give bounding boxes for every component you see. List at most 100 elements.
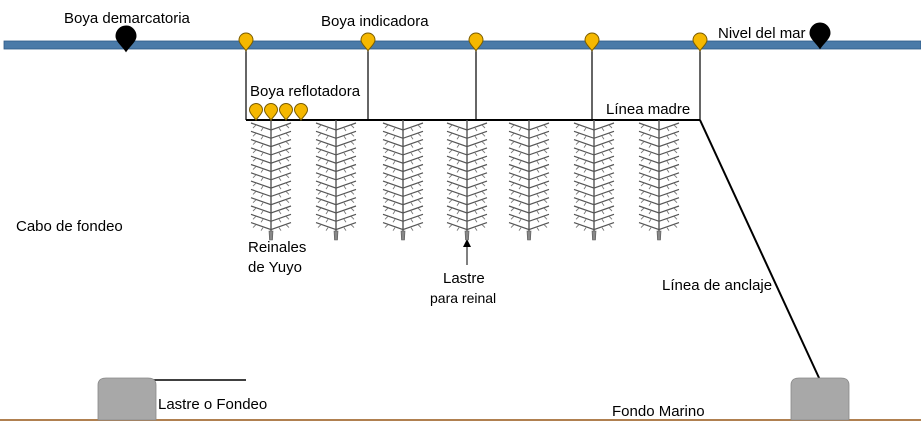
seaweed-leaflets [448,141,486,148]
seaweed-line [573,120,615,241]
seaweed-leaflets [510,207,548,215]
refloat-buoy [278,103,294,122]
seaweed-line [382,120,424,241]
seaweed-line [250,120,292,241]
seaweed-leaflets [252,191,290,198]
refloat-buoy [248,103,264,122]
seaweed-leaflets [448,199,486,206]
seaweed-branch [508,122,550,131]
seaweed-branch [573,205,615,214]
seaweed-leaflets [384,224,422,231]
seaweed-branch [446,205,488,214]
seaweed-branch [508,147,550,156]
seaweed-leaflets [252,132,290,140]
seaweed-leaflets [317,141,355,148]
sea-level-band [3,40,921,50]
seaweed-branch [250,180,292,189]
seaweed-branch [250,197,292,206]
seaweed-branch [508,130,550,139]
seaweed-branch [250,213,292,222]
seaweed-branch [446,172,488,181]
seaweed-leaflets [448,149,486,157]
seaweed-leaflets [448,174,486,182]
seaweed-branch [382,172,424,181]
seaweed-leaflets [384,166,422,173]
seaweed-branch [638,205,680,214]
seaweed-branch [446,139,488,148]
seaweed-weight [526,230,532,241]
seaweed-branch [638,147,680,156]
seaweed-leaflets [384,132,422,140]
seaweed-leaflets [510,132,548,140]
seaweed-branch [638,222,680,231]
seaweed-leaflets [575,182,613,190]
seaweed-leaflets [448,215,486,223]
seaweed-branch [315,188,357,198]
seaweed-leaflets [448,166,486,173]
seaweed-branch [446,180,488,189]
label-linea-de-anclaje: Línea de anclaje [662,277,773,294]
label-boya-demarcatoria: Boya demarcatoria [64,10,190,27]
seaweed-leaflets [575,124,613,132]
label-boya-reflotadora: Boya reflotadora [250,83,361,100]
seaweed-branch [250,188,292,198]
seaweed-branch [315,130,357,139]
seaweed-leaflets [510,174,548,182]
rope-lines [126,47,821,381]
seaweed-lines [250,120,680,241]
indicator-buoy [238,32,254,52]
seaweed-branch [250,205,292,214]
seaweed-branch [508,163,550,173]
seaweed-leaflets [510,199,548,206]
seaweed-weight [400,230,406,241]
seaweed-branch [508,139,550,148]
refloat-buoy [293,103,309,122]
seaweed-leaflets [575,207,613,215]
seaweed-weight [591,230,597,241]
seaweed-branch [250,122,292,131]
anchor-line-rope [699,119,821,381]
seaweed-branch [638,139,680,148]
seaweed-leaflets [317,215,355,223]
seaweed-branch [573,155,615,164]
seaweed-leaflets [252,174,290,182]
seaweed-leaflets [510,224,548,231]
indicator-buoy [360,32,376,52]
seaweed-branch [573,139,615,148]
seaweed-branch [382,122,424,131]
seaweed-weight [333,230,339,241]
seaweed-leaflets [317,157,355,165]
seaweed-branch [315,155,357,164]
seaweed-leaflets [640,132,678,140]
label-lastre-o-fondeo: Lastre o Fondeo [158,396,268,413]
seaweed-branch [446,122,488,131]
seaweed-branch [638,163,680,173]
seaweed-leaflets [640,215,678,223]
seaweed-branch [638,130,680,139]
seaweed-leaflets [510,166,548,173]
anchor-block-left [97,377,157,421]
seaweed-branch [315,147,357,156]
indicator-buoy [692,32,708,52]
seaweed-leaflets [575,166,613,173]
seaweed-leaflets [252,149,290,157]
seaweed-leaflets [384,182,422,190]
seaweed-leaflets [448,224,486,231]
seaweed-line [446,120,488,241]
label-reinales-line1: Reinales [248,239,307,256]
seaweed-branch [446,130,488,139]
seaweed-leaflets [384,215,422,223]
buoys [115,22,831,122]
seaweed-branch [382,139,424,148]
seaweed-leaflets [384,141,422,148]
seaweed-branch [315,172,357,181]
seaweed-leaflets [317,199,355,206]
seaweed-leaflets [448,124,486,132]
seaweed-branch [382,197,424,206]
seaweed-leaflets [384,174,422,182]
seaweed-leaflets [252,182,290,190]
seaweed-branch [508,205,550,214]
seaweed-line [508,120,550,241]
